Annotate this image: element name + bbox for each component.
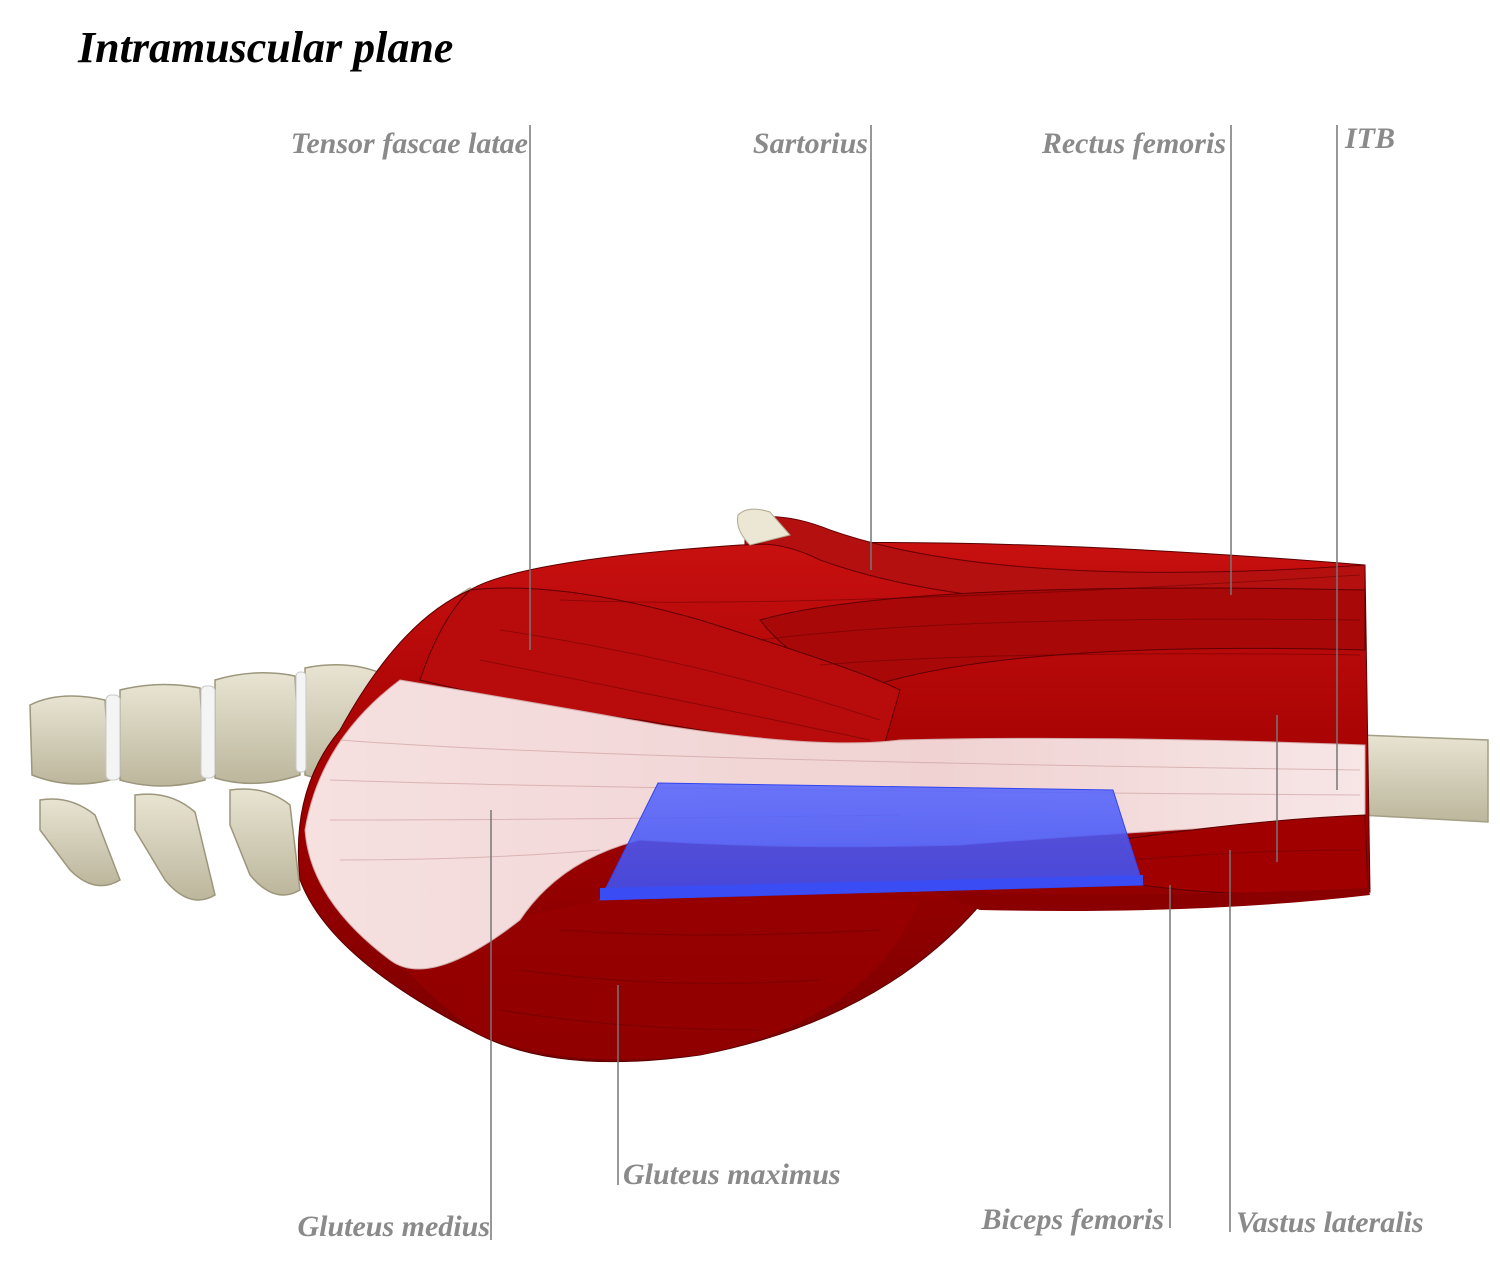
- label-tensor-fascae-latae: Tensor fascae latae: [290, 127, 528, 160]
- gluteus-maximus-shape: [390, 890, 920, 1060]
- label-gluteus-maximus: Gluteus maximus: [623, 1158, 841, 1191]
- label-biceps-femoris: Biceps femoris: [981, 1203, 1164, 1236]
- label-rectus-femoris: Rectus femoris: [1041, 127, 1226, 160]
- label-vastus-lateralis: Vastus lateralis: [1236, 1206, 1424, 1239]
- sartorius-tendon: [737, 508, 791, 546]
- label-itb: ITB: [1345, 122, 1396, 155]
- biceps-femoris-band: [930, 888, 1370, 911]
- intervertebral-discs: [105, 671, 307, 781]
- diagram-title: Intramuscular plane: [78, 23, 454, 72]
- leader-lines: [490, 125, 1338, 1240]
- muscle-fibres: [479, 574, 1361, 1031]
- femur-shaft: [1359, 734, 1489, 823]
- label-sartorius: Sartorius: [752, 127, 868, 160]
- intramuscular-plane-edge: [600, 875, 1143, 900]
- sartorius-band: [744, 516, 1366, 608]
- label-gluteus-medius: Gluteus medius: [297, 1210, 490, 1243]
